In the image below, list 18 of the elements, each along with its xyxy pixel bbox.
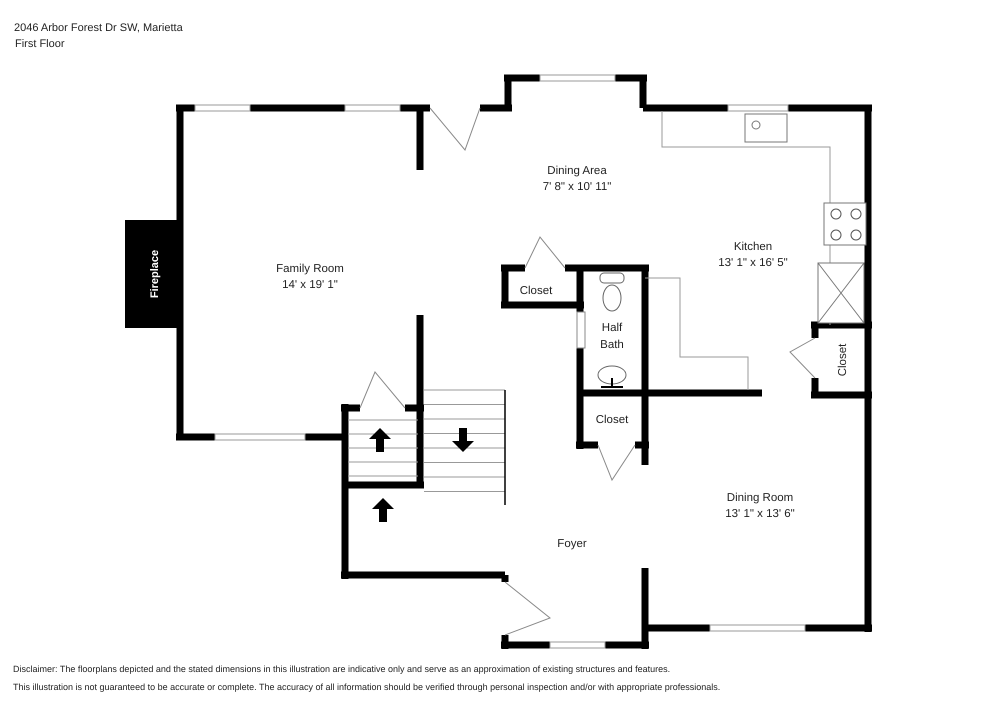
room-name: Closet xyxy=(520,284,552,298)
fireplace-label: Fireplace xyxy=(148,250,162,298)
floor-name: First Floor xyxy=(15,37,64,51)
room-dimensions: 13' 1" x 16' 5" xyxy=(718,256,788,270)
room-name: Family Room xyxy=(276,262,344,276)
room-name: Closet xyxy=(596,413,628,427)
room-dimensions: 7' 8" x 10' 11" xyxy=(542,180,612,194)
room-name: Foyer xyxy=(557,537,587,551)
room-dimensions: 13' 1" x 13' 6" xyxy=(725,507,795,521)
room-name: Kitchen xyxy=(734,240,772,254)
disclaimer-text: This illustration is not guaranteed to be accurate or complete. The accuracy of all information should be verified through personal inspection and/or with appropriate professionals. xyxy=(13,681,720,694)
room-name: Dining Room xyxy=(726,491,794,505)
room-name: Dining Area xyxy=(547,164,607,178)
room-name: Half Bath xyxy=(599,321,625,353)
disclaimer-text: Disclaimer: The floorplans depicted and the stated dimensions in this illustration are indicative only and serve as an approximation of existing structures and features. xyxy=(13,663,670,676)
address-title: 2046 Arbor Forest Dr SW, Marietta xyxy=(14,21,183,35)
room-dimensions: 14' x 19' 1" xyxy=(282,278,338,292)
room-name: Closet xyxy=(836,344,850,376)
